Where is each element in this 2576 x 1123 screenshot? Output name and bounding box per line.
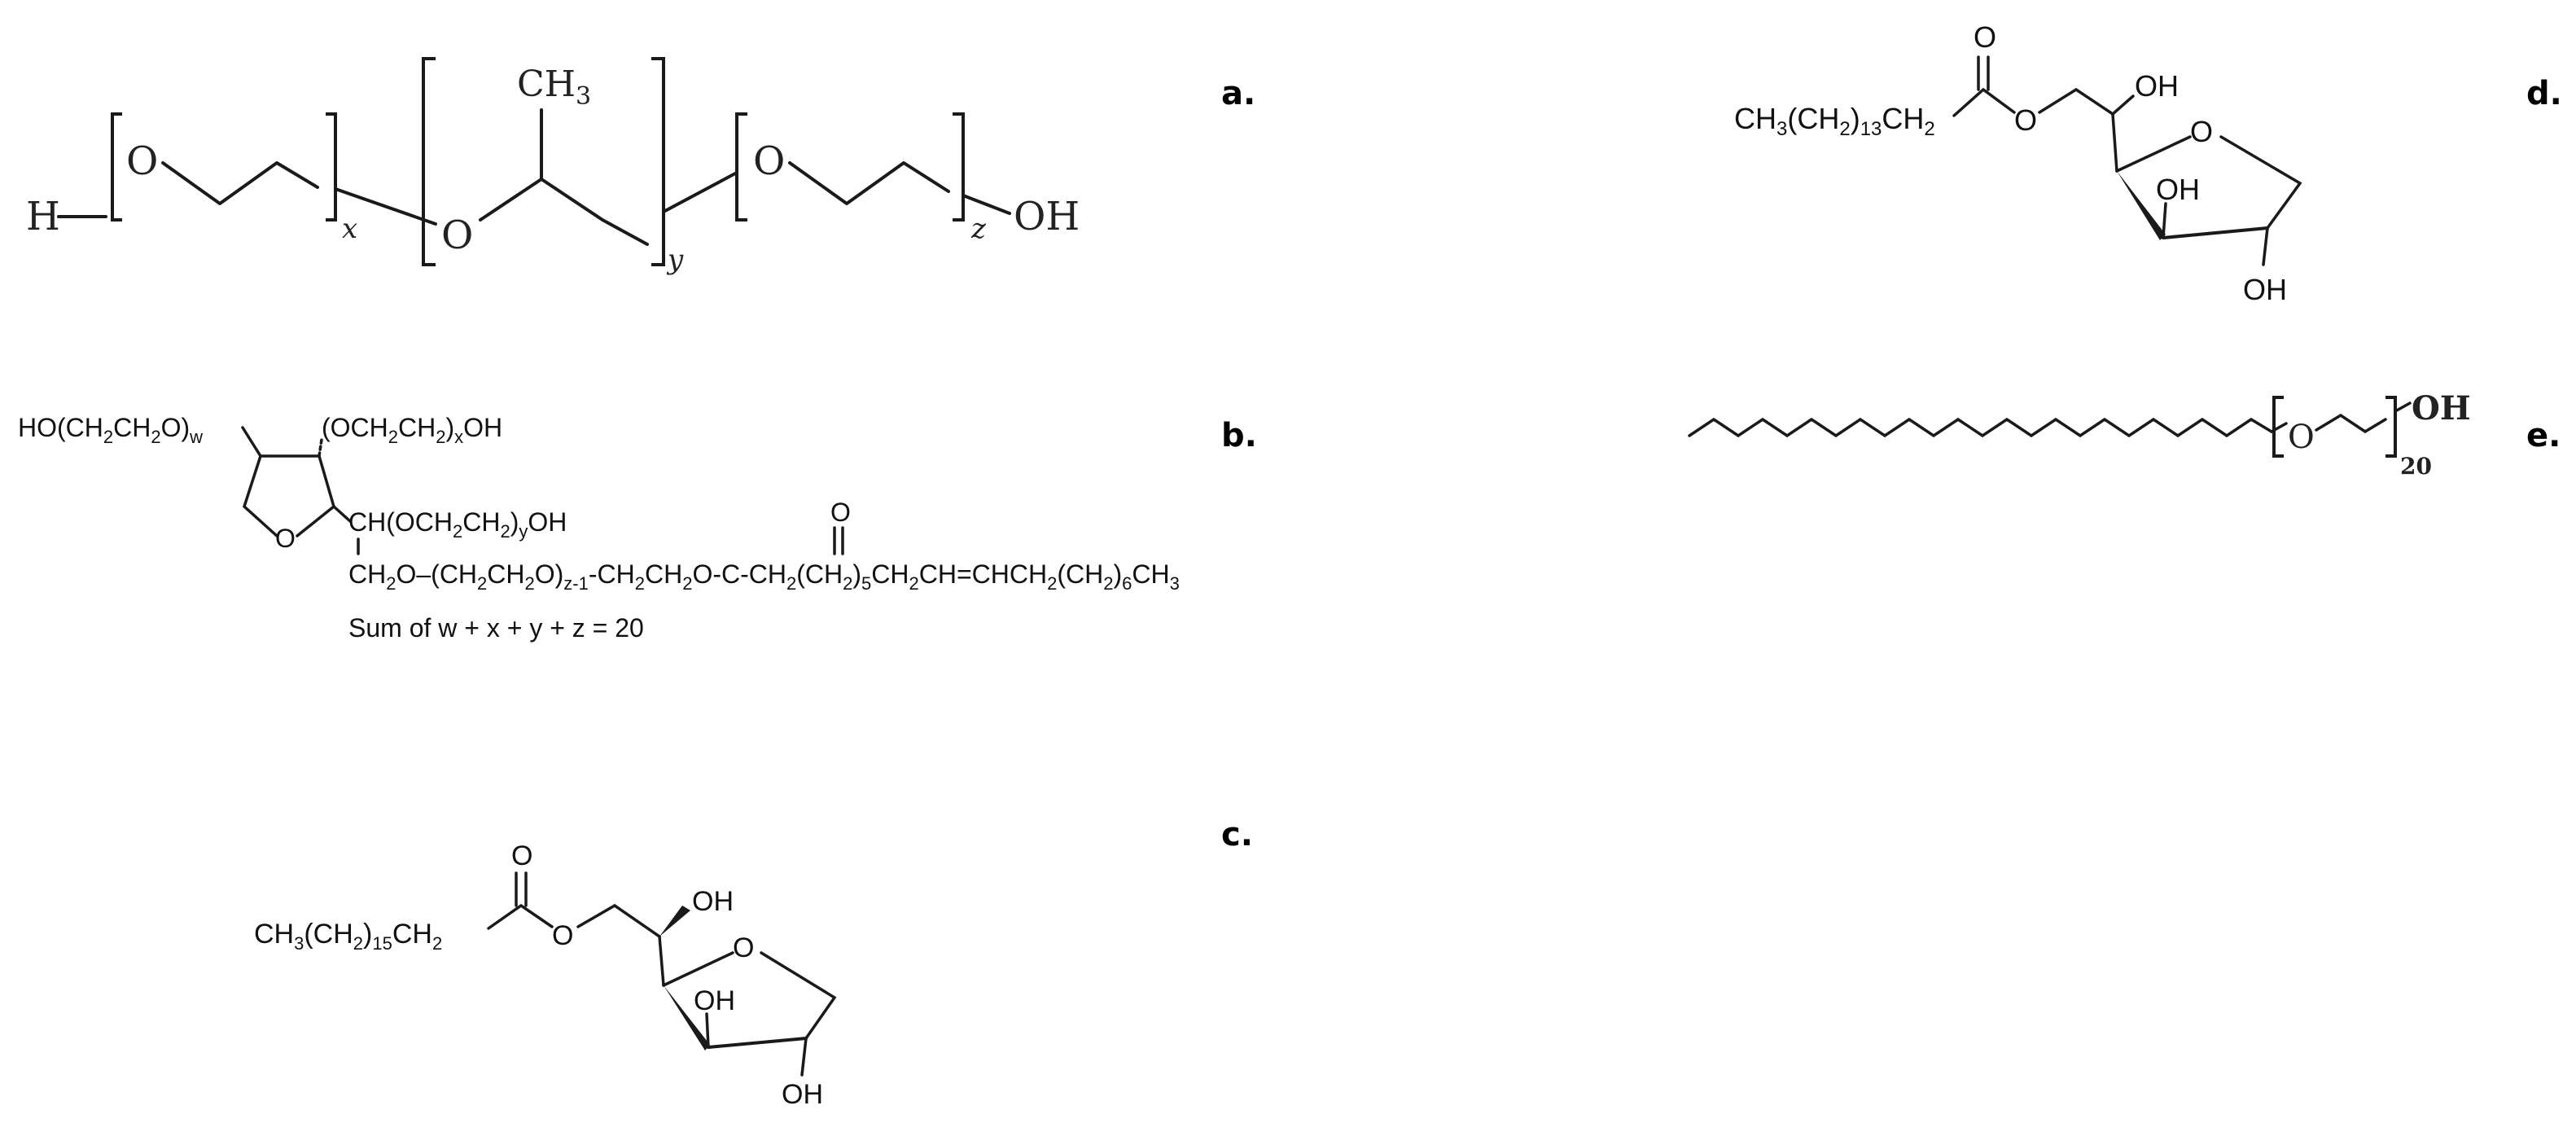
b-ring-right (259, 454, 336, 537)
b-hashed-bond (318, 438, 323, 458)
label-a: a. (1221, 75, 1255, 112)
a-bracket-2-right (651, 57, 665, 266)
a-bracket-3-right (953, 112, 965, 222)
d-ring-right (2219, 135, 2302, 230)
a-oh: OH (1014, 194, 1080, 239)
d-carbonyl-o: O (1974, 20, 1996, 54)
c-carbonyl-o: O (511, 840, 532, 871)
d-oh-top: OH (2135, 69, 2179, 103)
label-b: b. (1221, 417, 1257, 454)
a-bracket-2-left (422, 57, 436, 266)
a-bond-x-y (334, 187, 437, 226)
a-x-sub: x (342, 213, 357, 245)
a-z-sub: z (970, 213, 987, 245)
b-ch-chain: CH(OCH2CH2)yOH (348, 507, 567, 542)
d-ring-top (2115, 135, 2192, 173)
d-bond-oh-top (2111, 94, 2135, 116)
d-bond-oh-mid (2162, 202, 2167, 239)
d-ester-o: O (2014, 103, 2037, 137)
structure-d: CH3(CH2)13CH2 O O OH O OH OH (1734, 20, 2302, 306)
c-ring-bottom (707, 1037, 808, 1049)
c-ring-wedge-left (664, 985, 710, 1051)
c-ester-o: O (552, 920, 573, 951)
e-oh: OH (2412, 389, 2471, 428)
c-bond-ring (658, 935, 665, 987)
e-bond-o (2270, 422, 2288, 433)
d-ring-bottom (2162, 226, 2269, 239)
a-o3-atom: O (753, 138, 785, 184)
e-ethylene (2315, 413, 2387, 434)
d-ring-o: O (2190, 115, 2213, 148)
a-bond-oh (962, 194, 1011, 215)
structure-c: CH3(CH2)15CH2 O O OH O OH OH (254, 840, 837, 1110)
d-bond-ring (2111, 112, 2118, 173)
b-bond-w (241, 426, 262, 458)
a-chain-2 (479, 178, 649, 246)
a-bracket-1-right (326, 112, 337, 222)
c-bond-oh-mid (705, 1012, 710, 1049)
c-ring-o: O (733, 932, 754, 963)
c-ring-right (760, 951, 837, 1040)
d-chain: CH3(CH2)13CH2 (1734, 102, 1935, 140)
b-carbonyl-o: O (830, 498, 851, 527)
b-ring-o: O (275, 524, 296, 553)
c-oh-bottom: OH (782, 1079, 823, 1110)
d-chain-to-ring (2038, 87, 2114, 116)
c-bond-oh-bottom (800, 1037, 808, 1077)
a-bracket-3-left (735, 112, 747, 222)
d-oh-mid: OH (2156, 173, 2200, 206)
d-oh-bottom: OH (2243, 273, 2287, 306)
label-d: d. (2526, 75, 2562, 112)
structure-b: HO(CH2CH2O)w (OCH2CH2)xOH O CH(OCH2CH2)y… (18, 413, 1180, 643)
e-bond-oh (2394, 401, 2412, 413)
c-oh-mid: OH (694, 985, 735, 1016)
c-ester-bond (487, 903, 554, 930)
c-chain-to-ring (576, 903, 661, 938)
d-ester-bond (1952, 87, 2016, 117)
c-ring-top (662, 951, 734, 987)
b-main-chain: CH2O–(CH2CH2O)z-1-CH2CH2O-C-CH2(CH2)5CH2… (348, 559, 1180, 594)
b-ho-chain: HO(CH2CH2O)w (18, 413, 203, 447)
b-och-chain: (OCH2CH2)xOH (322, 413, 502, 447)
b-bond-ch (332, 505, 352, 523)
a-bond-y-z (662, 171, 738, 213)
a-ch3: CH3 (517, 64, 591, 111)
d-bond-oh-bottom (2262, 226, 2269, 266)
a-o2-atom: O (441, 213, 473, 258)
label-c: c. (1221, 816, 1253, 853)
c-oh-top: OH (692, 886, 734, 917)
c-chain: CH3(CH2)15CH2 (254, 919, 442, 954)
b-sum-note: Sum of w + x + y + z = 20 (348, 613, 644, 643)
a-bracket-1-left (111, 112, 122, 222)
structure-a: H O x O CH3 y O z OH (26, 57, 1080, 276)
structure-e: O 20 OH (1688, 389, 2471, 480)
label-e: e. (2526, 417, 2561, 454)
a-o1-atom: O (126, 138, 158, 184)
e-bracket-right (2385, 396, 2397, 458)
e-alkyl-chain (1688, 417, 2273, 438)
e-o-atom: O (2288, 419, 2315, 456)
e-n-sub: 20 (2400, 453, 2432, 480)
a-h-atom: H (26, 194, 60, 239)
a-chain-3 (788, 161, 950, 205)
b-ring-left (242, 454, 278, 537)
d-ring-wedge-left (2117, 171, 2166, 240)
c-wedge-oh (659, 906, 690, 937)
a-chain-1 (161, 161, 319, 205)
a-y-sub: y (666, 243, 684, 276)
e-bracket-left (2272, 396, 2284, 458)
